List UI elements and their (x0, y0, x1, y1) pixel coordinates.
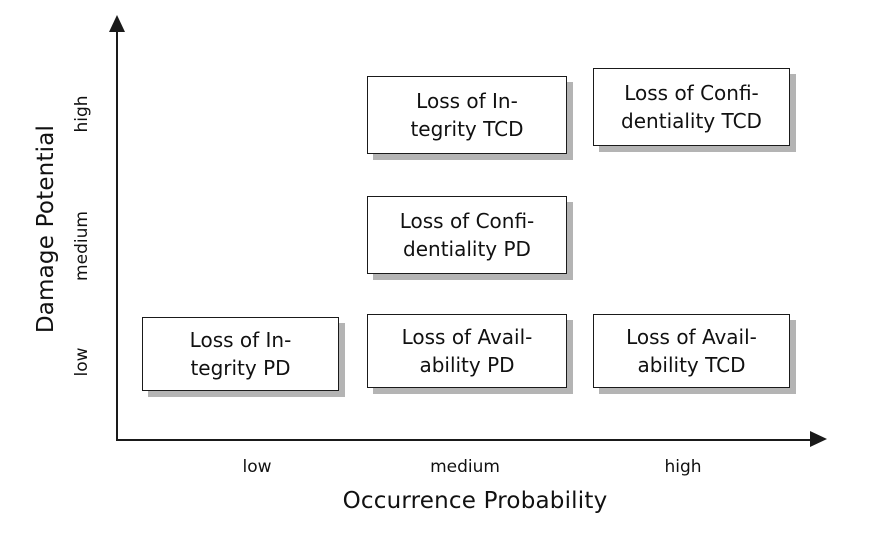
risk-cell-line-1: Loss of In- (416, 88, 518, 113)
y-axis-arrow-icon (109, 15, 125, 32)
y-axis-title: Damage Potential (33, 124, 59, 334)
x-axis-title: Occurrence Probability (342, 488, 608, 514)
risk-cell-line-1: Loss of Confi- (624, 80, 759, 105)
risk-cell-line-2: tegrity TCD (410, 117, 524, 141)
risk-cell-availability-tcd[interactable]: Loss of Avail- ability TCD (593, 314, 790, 388)
risk-cell-line-2: dentiality TCD (621, 109, 762, 133)
risk-cell-line-2: ability PD (419, 353, 515, 377)
risk-cell-availability-pd[interactable]: Loss of Avail- ability PD (367, 314, 567, 388)
risk-cell-confidentiality-tcd[interactable]: Loss of Confi- dentiality TCD (593, 68, 790, 146)
risk-cell-line-2: ability TCD (637, 353, 746, 377)
risk-cell-line-1: Loss of In- (189, 327, 292, 352)
risk-cell-integrity-pd[interactable]: Loss of In- tegrity PD (142, 317, 339, 391)
y-axis-tick-medium: medium (72, 211, 92, 281)
x-axis-tick-medium: medium (430, 457, 500, 477)
risk-cell-line-1: Loss of Avail- (626, 324, 757, 349)
risk-cell-integrity-tcd[interactable]: Loss of In- tegrity TCD (367, 76, 567, 154)
x-axis-tick-low: low (242, 457, 272, 477)
x-axis-arrow-icon (810, 431, 827, 447)
risk-cell-line-1: Loss of Avail- (401, 324, 533, 349)
x-axis-tick-high: high (664, 457, 702, 477)
y-axis-tick-low: low (72, 347, 92, 377)
y-axis-tick-high: high (72, 95, 92, 133)
risk-cell-line-1: Loss of Confi- (399, 208, 535, 233)
x-axis-line (117, 439, 817, 441)
y-axis-line (116, 30, 118, 441)
risk-cell-line-2: tegrity PD (190, 356, 291, 380)
risk-cell-line-2: dentiality PD (403, 237, 531, 261)
risk-cell-confidentiality-pd[interactable]: Loss of Confi- dentiality PD (367, 196, 567, 274)
